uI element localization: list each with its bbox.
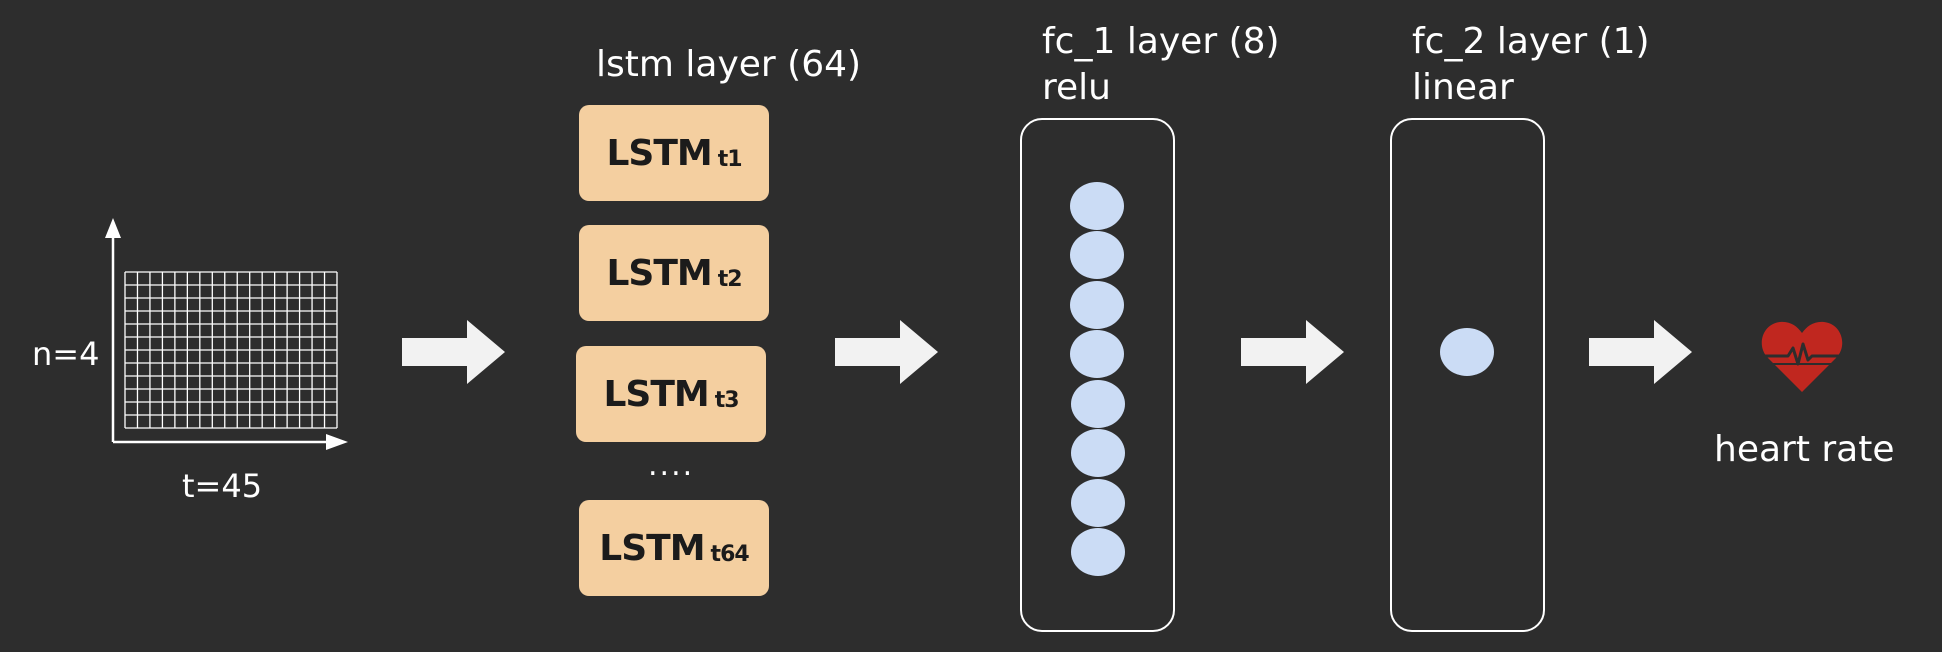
lstm-cell-label: LSTM — [606, 132, 712, 174]
fc1-activation-label: relu — [1042, 67, 1111, 108]
flow-arrow-4 — [1589, 320, 1692, 384]
fc1-node — [1070, 281, 1124, 329]
flow-arrow-2 — [835, 320, 938, 384]
fc1-layer-box — [1020, 118, 1175, 632]
lstm-cell-timestep: t2 — [717, 266, 743, 292]
fc2-layer-box — [1390, 118, 1545, 632]
input-t-label: t=45 — [182, 467, 263, 505]
fc2-layer-title: fc_2 layer (1) — [1412, 21, 1650, 62]
lstm-cell-timestep: t64 — [710, 541, 750, 567]
fc1-node — [1071, 380, 1125, 428]
flow-arrow-3 — [1241, 320, 1344, 384]
fc1-node — [1071, 528, 1125, 576]
lstm-cell-label: LSTM — [603, 373, 709, 415]
lstm-ellipsis: .... — [648, 448, 695, 483]
x-axis-arrowhead — [326, 434, 348, 450]
fc1-node — [1071, 479, 1125, 527]
lstm-cell-timestep: t1 — [717, 146, 743, 172]
fc1-node — [1070, 330, 1124, 378]
lstm-cell-label: LSTM — [606, 252, 712, 294]
y-axis-arrowhead — [105, 218, 121, 238]
heart-rate-icon — [1761, 321, 1843, 392]
fc1-node — [1071, 429, 1125, 477]
input-tensor-grid — [105, 218, 348, 450]
lstm-layer-title: lstm layer (64) — [596, 44, 862, 85]
lstm-cell-label: LSTM — [599, 527, 705, 569]
lstm-cell-timestep: t3 — [714, 387, 740, 413]
output-label: heart rate — [1714, 429, 1895, 470]
fc2-activation-label: linear — [1412, 67, 1514, 108]
fc1-node — [1070, 231, 1124, 279]
fc1-layer-title: fc_1 layer (8) — [1042, 21, 1280, 62]
fc1-node — [1070, 182, 1124, 230]
fc2-node — [1440, 328, 1494, 376]
input-n-label: n=4 — [32, 335, 100, 373]
flow-arrow-1 — [402, 320, 505, 384]
